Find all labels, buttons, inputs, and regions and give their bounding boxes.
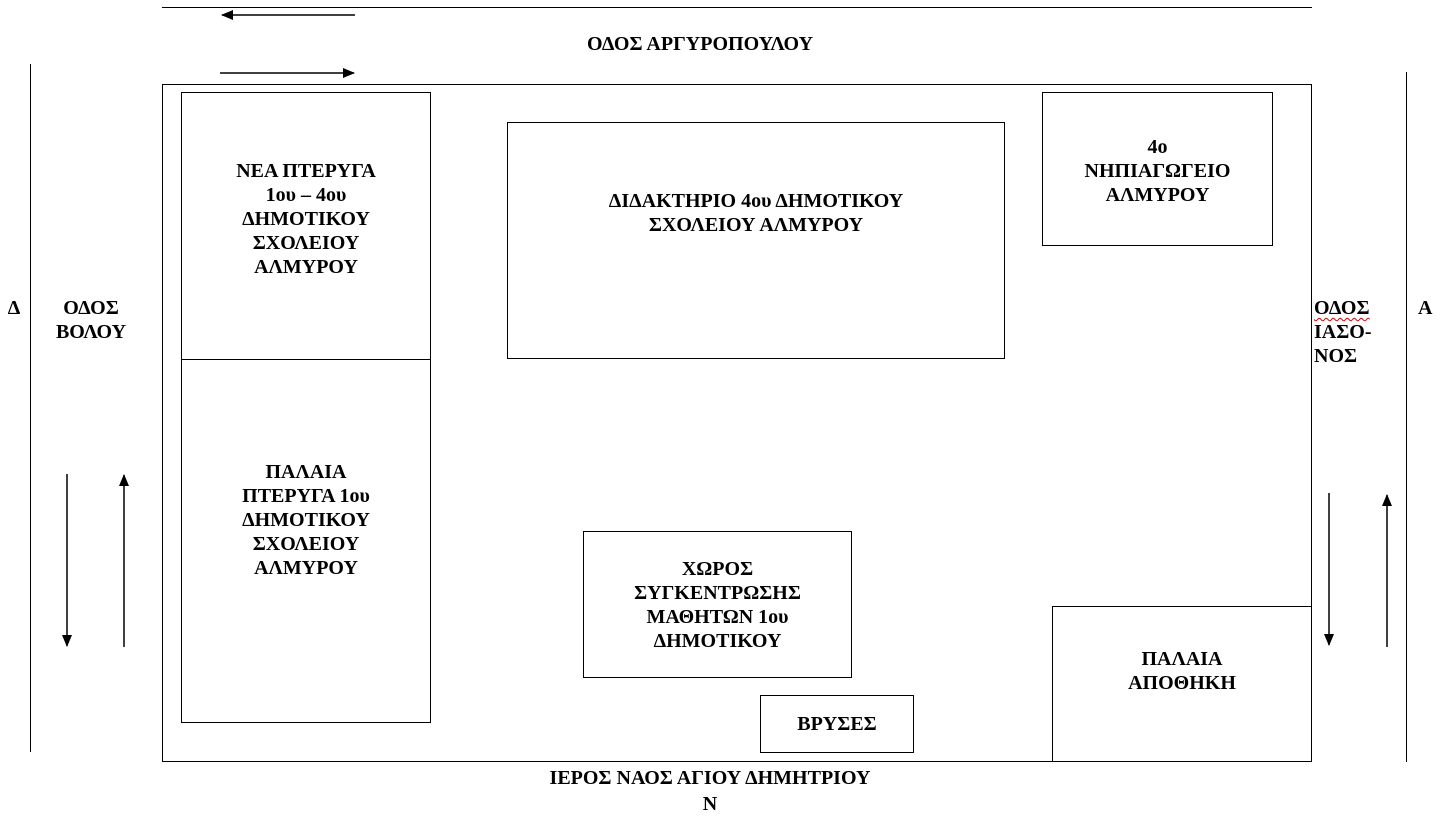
old-wing-building: ΠΑΛΑΙΑ ΠΤΕΡΥΓΑ 1ου ΔΗΜΟΤΙΚΟΥ ΣΧΟΛΕΙΟΥ ΑΛ… — [181, 359, 431, 723]
west-compass-label: Δ — [7, 297, 21, 319]
north-street-label: ΟΔΟΣ ΑΡΓΥΡΟΠΟΥΛΟΥ — [586, 33, 814, 55]
east-street-word: ΟΔΟΣ — [1314, 297, 1370, 319]
east-street-label-rest: ΙΑΣΟ- ΝΟΣ — [1314, 321, 1372, 367]
east-compass-label: Α — [1418, 297, 1433, 319]
new-wing-label: ΝΕΑ ΠΤΕΡΥΓΑ 1ου – 4ου ΔΗΜΟΤΙΚΟΥ ΣΧΟΛΕΙΟΥ… — [236, 160, 376, 278]
east-street-label-first: ΟΔΟΣ — [1314, 296, 1374, 320]
main-school-building: ΔΙΔΑΚΤΗΡΙΟ 4ου ΔΗΜΟΤΙΚΟΥ ΣΧΟΛΕΙΟΥ ΑΛΜΥΡΟ… — [507, 122, 1005, 359]
west-street-label: ΟΔΟΣ ΒΟΛΟΥ — [55, 297, 127, 343]
assembly-area: ΧΩΡΟΣ ΣΥΓΚΕΝΤΡΩΣΗΣ ΜΑΘΗΤΩΝ 1ου ΔΗΜΟΤΙΚΟΥ — [583, 531, 852, 678]
school-yard-boundary — [162, 84, 1312, 762]
assembly-area-label: ΧΩΡΟΣ ΣΥΓΚΕΝΤΡΩΣΗΣ ΜΑΘΗΤΩΝ 1ου ΔΗΜΟΤΙΚΟΥ — [634, 557, 801, 652]
fountains-label: ΒΡΥΣΕΣ — [797, 713, 877, 735]
south-church-label: ΙΕΡΟΣ ΝΑΟΣ ΑΓΙΟΥ ΔΗΜΗΤΡΙΟΥ — [549, 767, 871, 789]
old-storage-label: ΠΑΛΑΙΑ ΑΠΟΘΗΚΗ — [1128, 648, 1236, 694]
main-school-label: ΔΙΔΑΚΤΗΡΙΟ 4ου ΔΗΜΟΤΙΚΟΥ ΣΧΟΛΕΙΟΥ ΑΛΜΥΡΟ… — [608, 190, 904, 236]
kindergarten-label: 4ο ΝΗΠΙΑΓΩΓΕΙΟ ΑΛΜΥΡΟΥ — [1084, 136, 1231, 206]
fountains-area: ΒΡΥΣΕΣ — [760, 695, 914, 753]
new-wing-building: ΝΕΑ ΠΤΕΡΥΓΑ 1ου – 4ου ΔΗΜΟΤΙΚΟΥ ΣΧΟΛΕΙΟΥ… — [181, 92, 431, 360]
north-street-line — [162, 7, 1312, 8]
west-street-line — [30, 64, 31, 752]
south-compass-label: Ν — [702, 793, 718, 815]
east-street-line — [1406, 72, 1407, 762]
old-storage-building: ΠΑΛΑΙΑ ΑΠΟΘΗΚΗ — [1052, 606, 1312, 762]
old-wing-label: ΠΑΛΑΙΑ ΠΤΕΡΥΓΑ 1ου ΔΗΜΟΤΙΚΟΥ ΣΧΟΛΕΙΟΥ ΑΛ… — [242, 461, 370, 579]
kindergarten-building: 4ο ΝΗΠΙΑΓΩΓΕΙΟ ΑΛΜΥΡΟΥ — [1042, 92, 1273, 246]
